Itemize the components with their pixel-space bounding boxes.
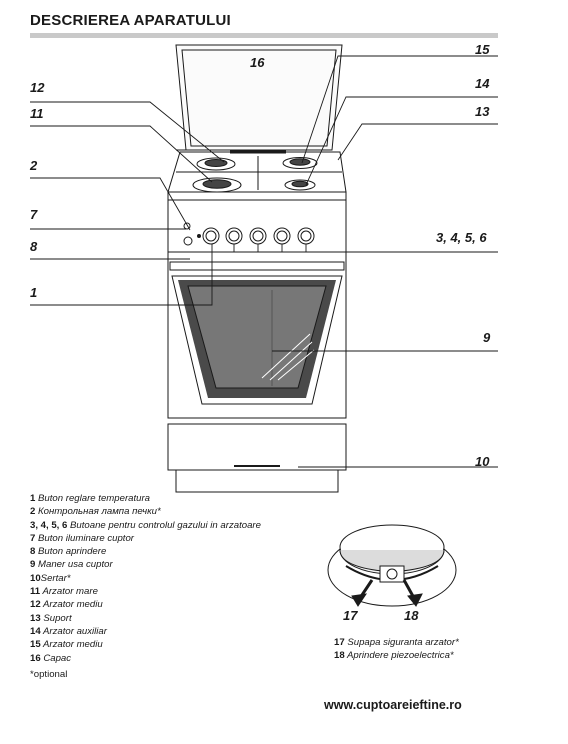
legend-item: 15 Arzator mediu [30, 639, 103, 651]
legend-item: 18 Aprindere piezoelectrica* [334, 650, 454, 662]
legend-item: 14 Arzator auxiliar [30, 625, 107, 637]
callout-9: 9 [483, 330, 491, 345]
indicator-lamp [197, 234, 201, 238]
gas-knob-4 [297, 227, 315, 245]
temperature-knob [202, 227, 220, 245]
legend-item: 11 Arzator mare [30, 586, 98, 598]
legend-item: 17 Supapa siguranta arzator* [334, 637, 459, 648]
legend-item: 7 Buton iluminare cuptor [30, 532, 134, 544]
callout-1: 1 [30, 285, 38, 300]
callout-2: 2 [30, 158, 38, 173]
burner-front-right-small [284, 179, 316, 191]
legend-item: 8 Buton aprindere [30, 546, 107, 558]
callout-3-4-5-6: 3, 4, 5, 6 [436, 230, 487, 245]
gas-knob-3 [273, 227, 291, 245]
callout-8: 8 [30, 239, 38, 254]
legend-item: 12 Arzator mediu [30, 599, 103, 611]
callout-11: 11 [30, 106, 44, 121]
callout-14: 14 [475, 76, 490, 91]
callout-17: 17 [343, 608, 358, 623]
callout-15: 15 [475, 42, 490, 57]
ignition-button [183, 236, 193, 246]
optional-note: *optional [30, 668, 68, 680]
legend-item: 2 Контрольная лампа печки* [30, 506, 161, 518]
callout-12: 12 [30, 80, 45, 95]
legend-item: 9 Maner usa cuptor [30, 559, 113, 571]
leader-lines [30, 55, 498, 468]
parts-legend: 1 Buton reglare temperatura 2 Контрольна… [30, 492, 330, 680]
legend-item: 13 Suport [30, 612, 72, 624]
legend-item: 16 Capac [30, 652, 72, 664]
gas-knob-1 [225, 227, 243, 245]
callout-16: 16 [250, 55, 265, 70]
stove-lid [175, 44, 343, 151]
website-link[interactable]: www.cuptoareieftine.ro [324, 698, 462, 712]
oven-door [169, 261, 345, 405]
page-title: DESCRIEREA APARATULUI [30, 12, 231, 29]
burner-legend: 17 Supapa siguranta arzator* 18 Aprinder… [334, 636, 534, 663]
burner-front-left-large [192, 177, 242, 193]
callout-18: 18 [404, 608, 419, 623]
gas-knob-2 [249, 227, 267, 245]
callout-7: 7 [30, 207, 38, 222]
cooktop [167, 150, 347, 201]
storage-drawer [167, 423, 347, 493]
burner-rear-right [282, 157, 318, 169]
legend-item: 3, 4, 5, 6 Butoane pentru controlul gazu… [30, 519, 261, 531]
burner-rear-left [196, 157, 236, 171]
callout-13: 13 [475, 104, 490, 119]
legend-item: 1 Buton reglare temperatura [30, 493, 151, 504]
legend-item: 10Sertar* [30, 572, 71, 584]
title-divider [30, 33, 498, 38]
callout-10: 10 [475, 454, 490, 469]
burner-detail [327, 524, 457, 607]
